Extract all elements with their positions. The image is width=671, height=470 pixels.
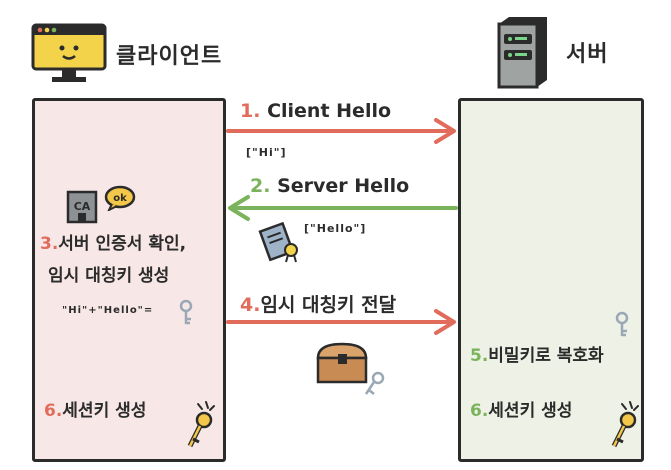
ok-bubble-icon: ok (104, 185, 136, 211)
step-3-number: 3. (40, 234, 59, 254)
arrow-4-session-key (226, 309, 456, 335)
step-2-text: Server Hello (277, 175, 410, 197)
step-3-label: 3.서버 인증서 확인, 임시 대칭키 생성 (40, 228, 224, 292)
server-tower-icon (491, 14, 551, 90)
step-2-label: 2. Server Hello (250, 175, 409, 197)
step-1-payload: ["Hi"] (246, 146, 287, 159)
key-small-icon-server (612, 310, 632, 340)
step-2-payload: ["Hello"] (304, 222, 367, 235)
step-6-server-label: 6.세션키 생성 (470, 395, 572, 427)
step-4-text: 임시 대칭키 전달 (260, 294, 397, 316)
key-small-icon-chest (364, 371, 385, 395)
step-3-line1: 서버 인증서 확인, (58, 234, 187, 254)
step-5-number: 5. (470, 346, 489, 366)
ca-badge-text: CA (74, 200, 91, 213)
treasure-chest-icon (314, 340, 394, 400)
step-5-label: 5.비밀키로 복호화 (470, 340, 604, 372)
key-small-icon-client (176, 298, 196, 328)
server-panel (458, 98, 644, 462)
step-4-number: 4. (240, 294, 261, 316)
gold-key-icon-server (604, 398, 644, 454)
gold-key-icon-client (180, 398, 220, 454)
step-6-server-number: 6. (470, 401, 489, 421)
client-panel (32, 98, 226, 462)
step-1-label: 1. Client Hello (240, 100, 391, 122)
step-3-line2: 임시 대칭키 생성 (48, 266, 170, 286)
step-3-formula: "Hi"+"Hello"= (62, 305, 154, 316)
certificate-icon (258, 218, 304, 264)
server-title: 서버 (566, 42, 609, 67)
step-6-server-text: 세션키 생성 (488, 401, 573, 421)
step-6-client-text: 세션키 생성 (62, 401, 147, 421)
arrow-1-client-hello (226, 118, 456, 144)
ca-building-icon: CA (64, 188, 104, 226)
arrow-2-server-hello (228, 195, 458, 221)
step-5-text: 비밀키로 복호화 (488, 346, 604, 366)
client-monitor-icon (30, 22, 110, 84)
step-4-label: 4.임시 대칭키 전달 (240, 290, 396, 317)
step-2-number: 2. (250, 175, 271, 197)
step-1-number: 1. (240, 100, 261, 122)
step-6-client-label: 6.세션키 생성 (44, 395, 146, 427)
client-title: 클라이언트 (116, 44, 223, 69)
step-6-client-number: 6. (44, 401, 63, 421)
step-1-text: Client Hello (267, 100, 392, 122)
ok-badge-text: ok (113, 193, 127, 204)
